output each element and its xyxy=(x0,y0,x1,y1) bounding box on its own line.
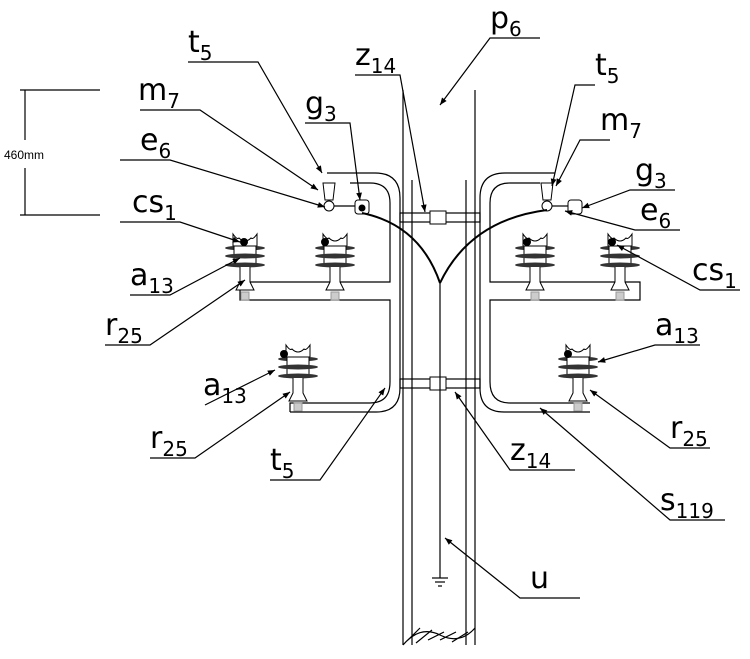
right-bracket xyxy=(479,172,641,413)
label-t5-bottom: t5 xyxy=(270,443,295,483)
label-z14-bottom: z14 xyxy=(510,433,551,473)
pole xyxy=(402,90,476,646)
label-u: u xyxy=(530,561,549,596)
label-g3-right: g3 xyxy=(635,153,667,193)
insulator-right-2 xyxy=(599,233,641,301)
dimension-label: 460mm xyxy=(4,148,44,162)
label-m7-left: m7 xyxy=(138,73,180,113)
fitting-right xyxy=(540,182,583,215)
label-t5-right: t5 xyxy=(595,48,620,88)
label-a13-left-lower: a13 xyxy=(203,368,247,408)
label-s119: s119 xyxy=(660,483,714,523)
left-bracket xyxy=(239,172,401,413)
label-a13-left-upper: a13 xyxy=(130,258,174,298)
label-cs1-right: cs1 xyxy=(692,253,737,293)
insulator-right-1 xyxy=(514,233,556,301)
pole-clamp-top xyxy=(399,210,481,225)
label-z14-top: z14 xyxy=(355,38,396,78)
insulator-left-2 xyxy=(314,233,356,301)
fitting-left xyxy=(322,182,370,215)
label-m7-right: m7 xyxy=(600,103,642,143)
drop-wires xyxy=(361,209,548,578)
conductor-dots xyxy=(240,238,616,358)
leader-lines xyxy=(105,37,740,599)
label-e6-left: e6 xyxy=(140,123,171,163)
label-t5-left: t5 xyxy=(188,25,213,65)
dimension-460mm: 460mm xyxy=(4,89,100,216)
label-a13-right: a13 xyxy=(655,308,699,348)
insulator-right-lower xyxy=(557,344,599,412)
ground-symbol xyxy=(432,577,448,587)
label-p6: p6 xyxy=(490,1,522,41)
label-r25-left-upper: r25 xyxy=(105,308,143,348)
label-cs1-left: cs1 xyxy=(132,185,177,225)
label-e6-right: e6 xyxy=(640,193,671,233)
label-r25-right: r25 xyxy=(670,411,708,451)
label-g3-left: g3 xyxy=(305,86,337,126)
label-r25-left-lower: r25 xyxy=(150,421,188,461)
